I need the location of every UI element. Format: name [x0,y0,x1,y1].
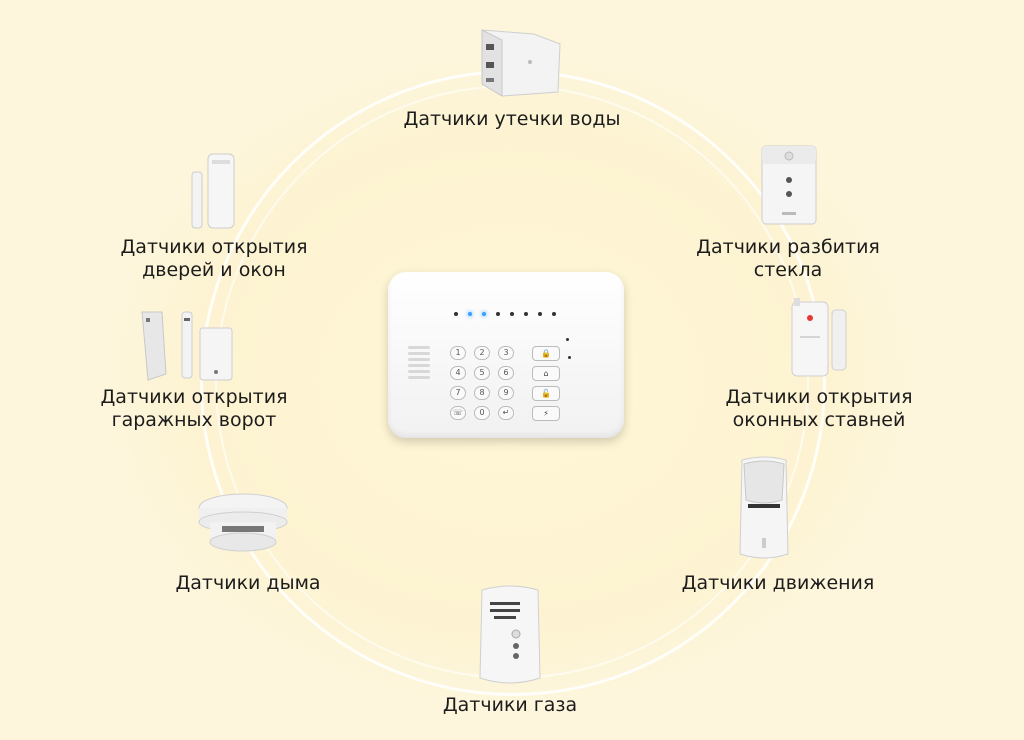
gas-sensor-image [479,585,541,684]
home-key: ⌂ [532,366,560,381]
garage-sensor-image [141,311,233,381]
status-led [566,338,569,341]
label-gas: Датчики газа [432,694,588,717]
keypad-key: 4 [450,366,466,380]
keypad-key: 6 [498,366,514,380]
label-line: оконных ставней [732,409,906,431]
status-led [552,312,556,316]
label-line: Датчики газа [442,694,578,716]
arm-key: 🔒 [532,346,560,361]
status-led [510,312,514,316]
keypad-key: 2 [474,346,490,360]
label-line: Датчики открытия [120,236,308,258]
label-smoke: Датчики дыма [168,572,328,595]
label-line: Датчики движения [681,572,875,594]
status-led [468,312,472,316]
label-doors: Датчики открытия дверей и окон [114,236,314,282]
label-line: стекла [753,259,823,281]
keypad-key: 1 [450,346,466,360]
status-led [496,312,500,316]
status-led [482,312,486,316]
label-garage: Датчики открытия гаражных ворот [92,386,296,432]
label-motion: Датчики движения [676,572,880,595]
speaker-grille [408,376,430,379]
shutter-sensor-image [791,298,847,377]
keypad-key: 0 [474,406,490,420]
label-line: Датчики утечки воды [403,108,621,130]
keypad-key: 9 [498,386,514,400]
smoke-sensor-image [198,493,288,552]
label-line: Датчики разбития [696,236,880,258]
label-glass: Датчики разбития стекла [690,236,886,282]
panic-key: ⚡ [532,406,560,421]
label-line: гаражных ворот [111,409,277,431]
label-line: дверей и окон [142,259,286,281]
keypad-key: 7 [450,386,466,400]
keypad-key: 8 [474,386,490,400]
keypad-key: ☏ [450,406,466,420]
status-led [568,356,571,359]
label-line: Датчики открытия [100,386,288,408]
label-shutters: Датчики открытия оконных ставней [712,386,926,432]
keypad-key: 3 [498,346,514,360]
status-led [524,312,528,316]
speaker-grille [408,370,430,373]
disarm-key: 🔓 [532,386,560,401]
status-led [454,312,458,316]
keypad-key: 5 [474,366,490,380]
speaker-grille [408,346,430,349]
glass-break-sensor-image [761,145,817,225]
speaker-grille [408,352,430,355]
water-leak-sensor-image [481,29,561,97]
motion-sensor-image [739,456,789,559]
alarm-control-panel: 1 2 3 4 5 6 7 8 9 ☏ 0 ↵ 🔒 ⌂ 🔓 ⚡ [388,272,624,438]
door-window-sensor-image [191,153,235,229]
label-water: Датчики утечки воды [396,108,628,131]
speaker-grille [408,358,430,361]
status-led [538,312,542,316]
label-line: Датчики дыма [175,572,321,594]
keypad-key: ↵ [498,406,514,420]
label-line: Датчики открытия [725,386,913,408]
speaker-grille [408,364,430,367]
